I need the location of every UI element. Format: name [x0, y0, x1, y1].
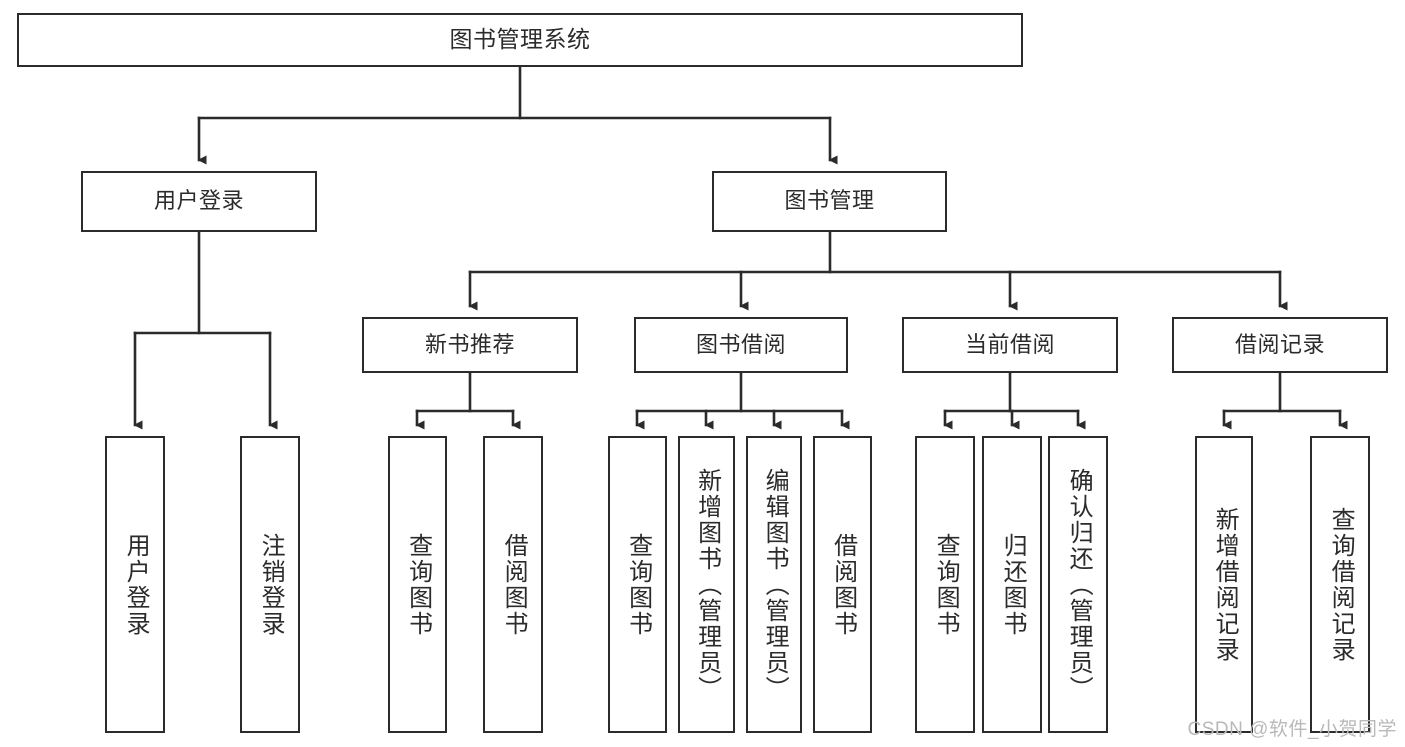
node-leaf-borrow-book[interactable]: 借阅图书: [813, 436, 872, 733]
node-leaf-confirm-return-admin[interactable]: 确认归还（管理员）: [1048, 436, 1108, 733]
node-leaf-query-borrow-record[interactable]: 查询借阅记录: [1310, 436, 1370, 733]
node-label: 当前借阅: [964, 331, 1055, 357]
node-user-login[interactable]: 用户登录: [81, 171, 317, 232]
node-leaf-add-book-admin[interactable]: 新增图书（管理员）: [678, 436, 735, 733]
node-leaf-user-login[interactable]: 用户登录: [105, 436, 165, 733]
node-label: 查询图书: [932, 532, 960, 637]
node-label: 编辑图书（管理员）: [761, 467, 789, 702]
node-label: 查询借阅记录: [1327, 506, 1355, 663]
node-label: 注销登录: [257, 532, 285, 637]
node-label: 归还图书: [999, 532, 1027, 637]
node-book-borrow[interactable]: 图书借阅: [634, 317, 848, 373]
node-label: 借阅图书: [500, 532, 528, 637]
node-new-book-recommend[interactable]: 新书推荐: [362, 317, 578, 373]
node-label: 查询图书: [624, 532, 652, 637]
node-label: 用户登录: [122, 532, 150, 637]
node-current-borrow[interactable]: 当前借阅: [902, 317, 1118, 373]
node-label: 新增图书（管理员）: [693, 467, 721, 702]
node-label: 查询图书: [404, 532, 432, 637]
node-leaf-query-book-borrow[interactable]: 查询图书: [608, 436, 667, 733]
node-label: 新书推荐: [424, 331, 515, 357]
node-leaf-add-borrow-record[interactable]: 新增借阅记录: [1195, 436, 1253, 733]
node-leaf-edit-book-admin[interactable]: 编辑图书（管理员）: [746, 436, 802, 733]
node-root-system[interactable]: 图书管理系统: [17, 13, 1023, 67]
node-label: 图书借阅: [695, 331, 786, 357]
node-leaf-borrow-book-recommend[interactable]: 借阅图书: [483, 436, 543, 733]
node-leaf-query-book-current[interactable]: 查询图书: [915, 436, 975, 733]
node-label: 图书管理系统: [449, 26, 591, 53]
node-leaf-return-book[interactable]: 归还图书: [982, 436, 1042, 733]
node-label: 借阅图书: [829, 532, 857, 637]
node-label: 图书管理: [784, 188, 875, 214]
node-book-manage[interactable]: 图书管理: [712, 171, 947, 232]
watermark-text: CSDN @软件_小贺同学: [1187, 719, 1397, 740]
node-label: 用户登录: [153, 188, 244, 214]
node-label: 确认归还（管理员）: [1065, 467, 1093, 702]
node-borrow-record[interactable]: 借阅记录: [1172, 317, 1388, 373]
node-label: 借阅记录: [1234, 331, 1325, 357]
node-leaf-query-book-recommend[interactable]: 查询图书: [388, 436, 447, 733]
node-label: 新增借阅记录: [1211, 506, 1239, 663]
node-leaf-user-logout[interactable]: 注销登录: [240, 436, 300, 733]
